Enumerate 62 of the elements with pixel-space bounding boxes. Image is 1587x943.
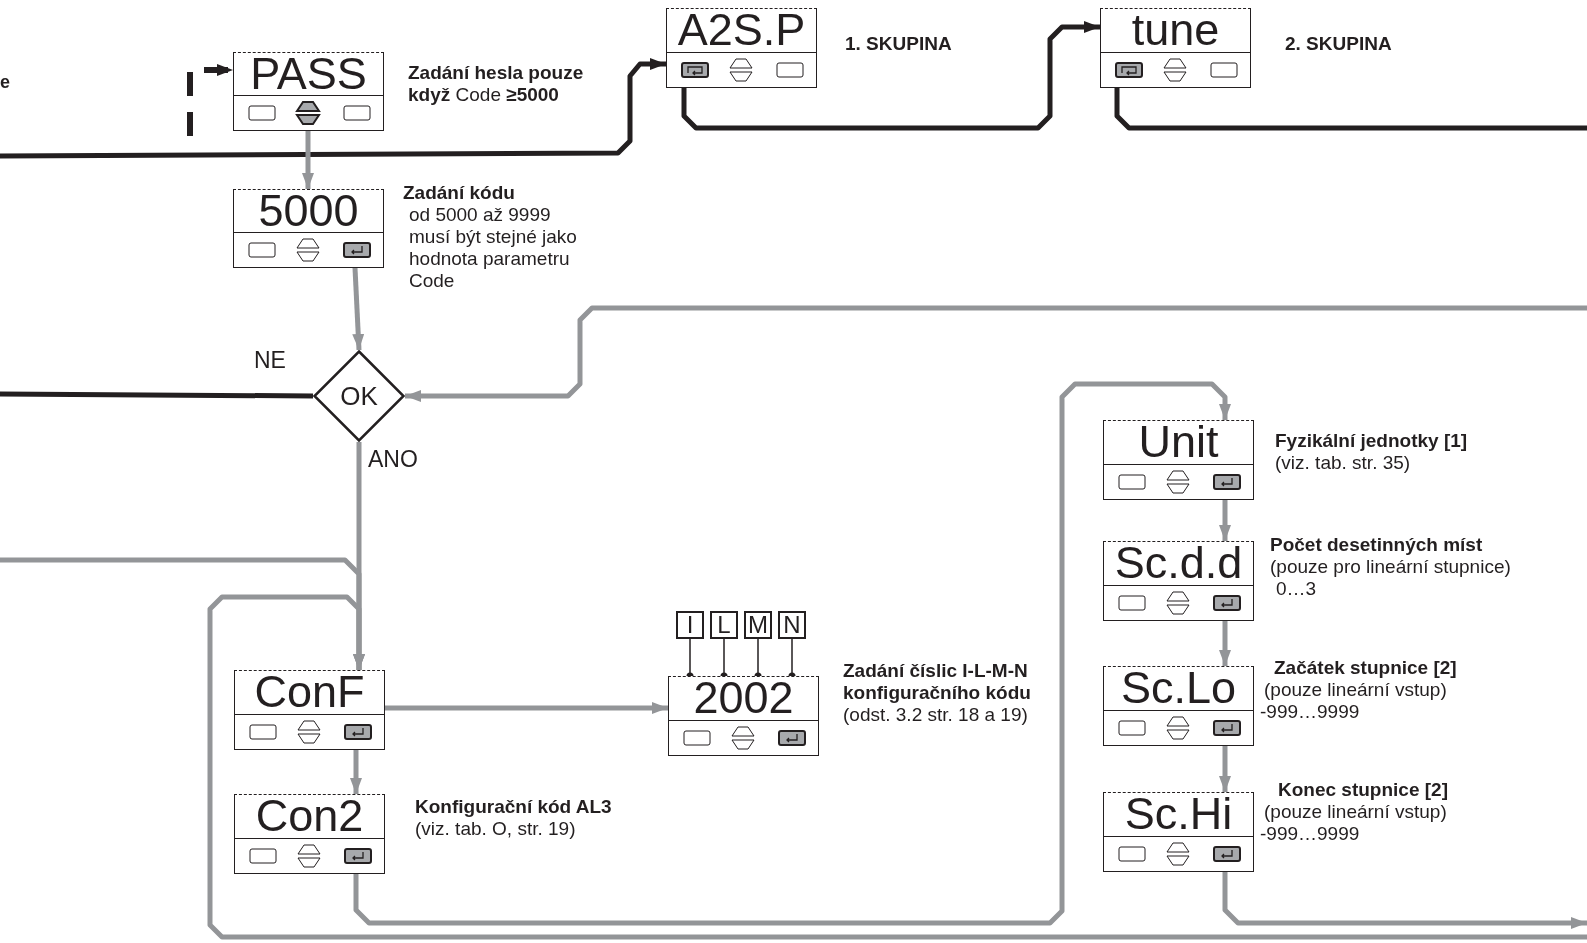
description-text: -999…9999 <box>1260 823 1361 845</box>
display-panel <box>666 8 817 88</box>
description-heading: 2. SKUPINA <box>1285 33 1392 55</box>
display-readout: Unit <box>1137 418 1220 466</box>
code-digit-label: L <box>710 611 738 639</box>
code-digit-label: M <box>744 611 772 639</box>
arrow <box>1219 621 1231 666</box>
display-panel <box>1103 541 1254 621</box>
display-panel <box>1103 420 1254 500</box>
description-text: (odst. 3.2 str. 18 a 19) <box>843 704 1029 726</box>
arrow <box>405 305 1587 402</box>
display-readout: 5000 <box>257 187 360 235</box>
display-panel <box>234 794 385 874</box>
code-digit-label: I <box>676 611 704 639</box>
display-readout: tune <box>1130 6 1221 54</box>
display-panel <box>233 189 384 268</box>
arrow <box>1219 500 1231 541</box>
description-text: (pouze pro lineární stupnice) <box>1270 556 1511 578</box>
decision-label: OK <box>339 381 379 411</box>
display-panel <box>234 670 385 750</box>
display-panel <box>668 676 819 756</box>
arrow <box>353 381 1231 926</box>
display-readout: PASS <box>249 50 368 98</box>
arrow <box>0 58 666 159</box>
arrow <box>302 131 314 189</box>
display-readout: ConF <box>253 668 366 716</box>
arrow <box>1219 746 1231 792</box>
description-heading: Zadání číslic I-L-M-N konfiguračního kódu <box>843 660 1032 704</box>
display-readout: Sc.Hi <box>1123 790 1234 838</box>
arrow <box>385 702 668 714</box>
description-text: 0…3 <box>1276 578 1318 600</box>
description-text: (viz. tab. O, str. 19) <box>415 818 577 840</box>
display-readout: Sc.d.d <box>1113 539 1244 587</box>
arrow <box>1222 872 1587 929</box>
arrow <box>352 267 365 351</box>
arrow <box>350 750 362 794</box>
arrow <box>681 21 1100 131</box>
code-digit-label: N <box>778 611 806 639</box>
description-heading: Začátek stupnice [2] <box>1274 657 1457 679</box>
description-heading: Fyzikální jednotky [1] <box>1275 430 1468 452</box>
display-panel <box>1103 792 1254 872</box>
description-heading: Konec stupnice [2] <box>1278 779 1448 801</box>
description-text: od 5000 až 9999 musí být stejné jako hodnota parametru Code <box>409 204 578 292</box>
arrow <box>207 594 1587 940</box>
display-panel <box>1103 666 1254 746</box>
description-text: (pouze lineární vstup) <box>1264 801 1448 823</box>
display-panel <box>233 52 384 131</box>
display-readout: 2002 <box>692 674 795 722</box>
description-heading: 1. SKUPINA <box>845 33 952 55</box>
text-fragment: e <box>0 72 10 93</box>
description-text: -999…9999 <box>1260 701 1361 723</box>
description-heading: Zadání kódu <box>403 182 516 204</box>
description-text: Zadání hesla pouze když Code ≥5000 <box>408 62 585 106</box>
display-panel <box>1100 8 1251 88</box>
arrow <box>187 64 233 136</box>
description-text: (pouze lineární vstup) <box>1264 679 1448 701</box>
description-heading: Konfigurační kód AL3 <box>415 796 612 818</box>
description-heading: Počet desetinných míst <box>1270 534 1484 556</box>
display-readout: Con2 <box>254 792 365 840</box>
display-readout: Sc.Lo <box>1119 664 1238 712</box>
description-text: (viz. tab. str. 35) <box>1275 452 1412 474</box>
display-readout: A2S.P <box>676 6 807 54</box>
